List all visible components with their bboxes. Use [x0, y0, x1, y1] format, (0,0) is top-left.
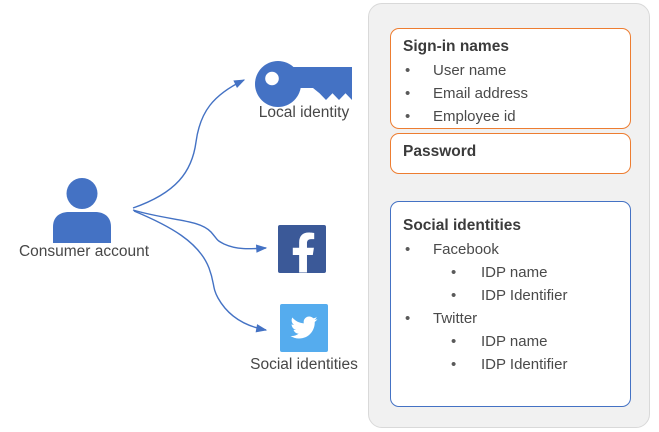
list-subitem: IDP Identifier	[391, 353, 630, 376]
bullet-icon	[391, 82, 433, 105]
social-identities-card: Social identities Facebook IDP name IDP …	[390, 201, 631, 407]
list-subitem: IDP Identifier	[391, 284, 630, 307]
facebook-icon	[278, 225, 326, 273]
bullet-icon	[391, 105, 433, 128]
password-title: Password	[403, 143, 477, 160]
list-item: User name	[391, 59, 630, 82]
password-card: Password	[390, 133, 631, 174]
arrow-to-twitter	[133, 210, 268, 333]
social-identities-label: Social identities	[250, 356, 358, 373]
signin-names-card: Sign-in names User name Email address Em…	[390, 28, 631, 129]
list-subitem: IDP name	[391, 261, 630, 284]
account-details-panel: Sign-in names User name Email address Em…	[368, 3, 650, 428]
list-subitem: IDP name	[391, 330, 630, 353]
list-item: Employee id	[391, 105, 630, 128]
list-item: Twitter	[391, 307, 630, 330]
consumer-account-label: Consumer account	[18, 243, 150, 260]
bullet-icon	[391, 330, 481, 353]
list-item: Email address	[391, 82, 630, 105]
person-icon	[53, 178, 111, 243]
bullet-icon	[391, 353, 481, 376]
bullet-icon	[391, 307, 433, 330]
key-icon	[255, 61, 352, 107]
bullet-icon	[391, 261, 481, 284]
signin-names-title: Sign-in names	[403, 38, 509, 55]
twitter-icon	[280, 304, 328, 352]
arrow-to-local-identity	[132, 79, 246, 209]
local-identity-label: Local identity	[258, 104, 350, 121]
social-identities-title: Social identities	[403, 217, 522, 234]
bullet-icon	[391, 238, 433, 261]
list-item: Facebook	[391, 238, 630, 261]
bullet-icon	[391, 284, 481, 307]
bullet-icon	[391, 59, 433, 82]
